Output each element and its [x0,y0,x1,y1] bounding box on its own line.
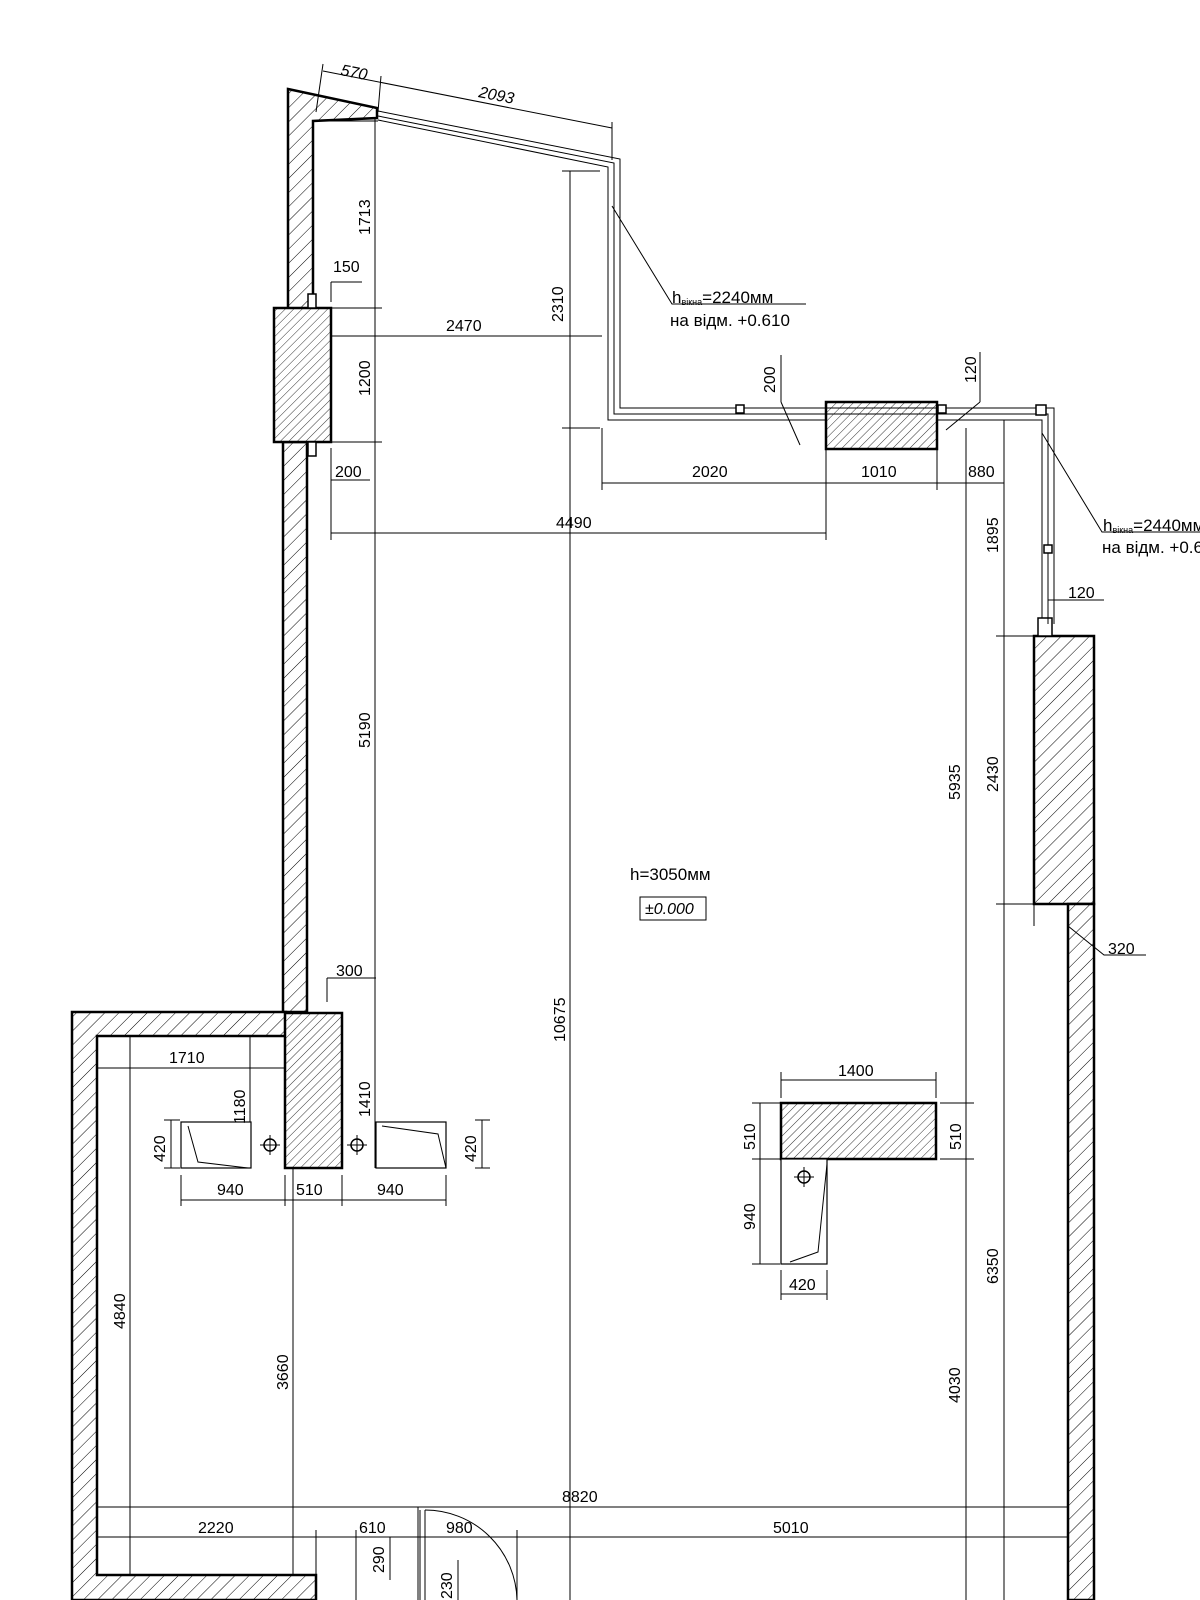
level-mark: ±0.000 [645,901,694,918]
wall-annex [70,1010,318,1600]
dim-label: 420 [789,1277,816,1294]
dim-label: 1710 [169,1050,205,1067]
dim-label: 1895 [985,517,1002,553]
dim-label: 1713 [357,199,374,235]
walls [70,87,1096,1600]
columns [272,306,939,1170]
dim-label: 320 [1108,941,1135,958]
interior-lines [1033,903,1069,926]
fixtures [180,1121,828,1265]
room-height-label: h=3050мм [630,865,711,884]
dim-label: 120 [1068,585,1095,602]
dim-label: 2020 [692,464,728,481]
dim-label: 120 [963,356,980,383]
dim-label: 420 [152,1135,169,1162]
dim-label: 4840 [112,1293,129,1329]
window-labels: hвікна=2240мм на відм. +0.610 hвікна=244… [670,288,1200,557]
dimension-labels: 570 2093 1713 150 2470 2310 1200 200 449… [112,62,1135,1599]
dim-label: 1180 [232,1089,249,1124]
dim-label: 420 [463,1135,480,1162]
dim-label: 1010 [861,464,897,481]
dim-label: 200 [762,366,779,393]
dim-label: 10675 [552,997,569,1042]
window-2-height: hвікна=2440мм [1103,516,1200,535]
dim-label: 150 [333,259,360,276]
dim-label: 510 [948,1123,965,1150]
dim-label: 1410 [357,1081,374,1117]
dim-label: 2430 [985,756,1002,792]
dim-label: 2310 [550,286,567,322]
dim-label: 510 [742,1123,759,1150]
window-1-height: hвікна=2240мм [672,288,773,307]
dim-label: 940 [742,1203,759,1230]
column-left-mid [283,1011,344,1170]
dim-label: 290 [371,1546,388,1573]
column-top [824,400,939,451]
dim-label: 570 [339,62,369,84]
dim-label: 980 [446,1520,473,1537]
dimension-lines [97,63,1200,1600]
dim-label: 5935 [947,764,964,800]
dim-label: 940 [377,1182,404,1199]
dim-label: 4490 [556,515,592,532]
window-1-level: на відм. +0.610 [670,311,790,330]
dim-label: 4030 [947,1367,964,1403]
dim-label: 200 [335,464,362,481]
dim-label: 2093 [476,84,515,108]
wall-left-upper [281,440,309,1014]
dim-label: 1200 [357,360,374,396]
drain-icon [347,1135,367,1155]
dim-label: 2470 [446,318,482,335]
sink-left [180,1121,252,1169]
column-island [779,1101,938,1161]
wall-right-upper [1032,634,1096,906]
dim-label: 5010 [773,1520,809,1537]
dim-label: 6350 [985,1248,1002,1284]
dim-label: 5190 [357,712,374,748]
dim-label: 880 [968,464,995,481]
dim-label: 300 [336,963,363,980]
dim-label: 3660 [275,1354,292,1390]
dim-label: 2220 [198,1520,234,1537]
column-left-top [272,306,333,444]
window-2-level: на відм. +0.610 [1102,538,1200,557]
dim-label: 230 [439,1572,456,1599]
dim-label: 1400 [838,1063,874,1080]
level-mark-box [639,896,707,921]
sink-mid [375,1121,447,1169]
room-labels: h=3050мм ±0.000 [630,865,711,918]
dim-label: 510 [296,1182,323,1199]
wall-right-lower [1066,902,1096,1600]
drain-icon [794,1167,814,1187]
dim-label: 610 [359,1520,386,1537]
window-frames [307,110,1055,637]
drain-icon [260,1135,280,1155]
dim-label: 940 [217,1182,244,1199]
dim-label: 8820 [562,1489,598,1506]
